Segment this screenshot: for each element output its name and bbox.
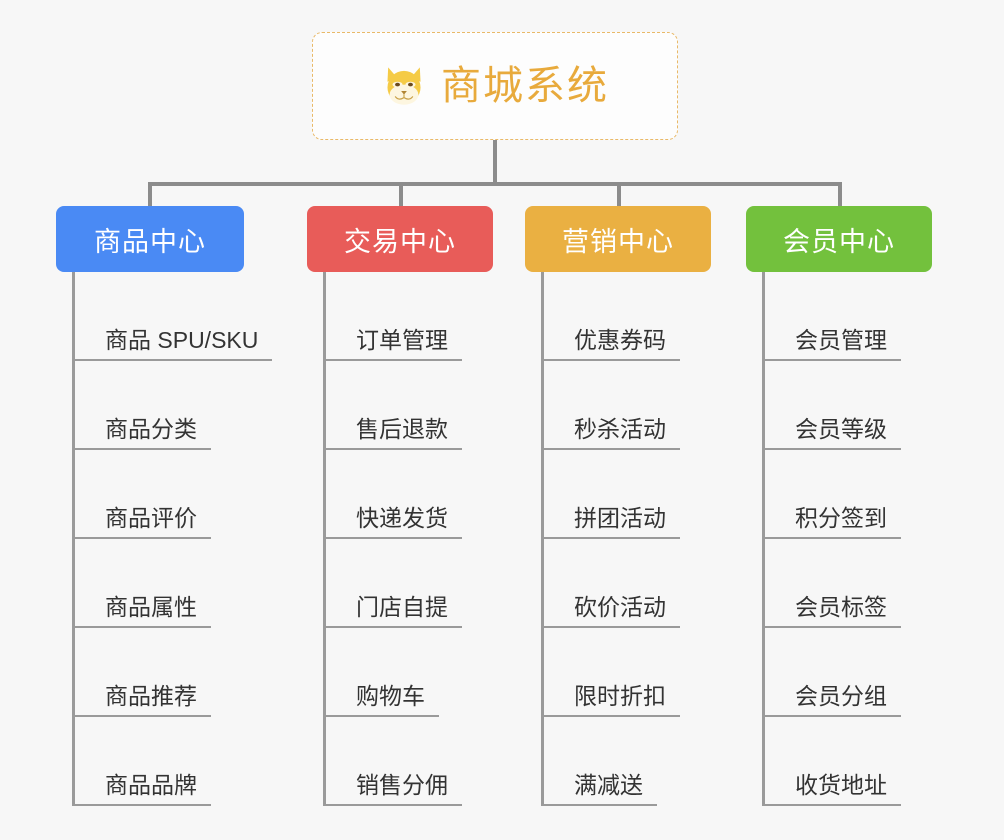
leaf-label: 商品评价 xyxy=(75,505,211,539)
leaf-item[interactable]: 商品品牌 xyxy=(75,717,272,806)
leaf-item[interactable]: 会员管理 xyxy=(765,272,901,361)
leaf-item[interactable]: 限时折扣 xyxy=(544,628,680,717)
leaf-label: 购物车 xyxy=(326,683,439,717)
leaf-label: 积分签到 xyxy=(765,505,901,539)
leaf-item[interactable]: 门店自提 xyxy=(326,539,462,628)
dog-face-icon xyxy=(381,63,427,109)
leaf-label: 秒杀活动 xyxy=(544,416,680,450)
category-label: 会员中心 xyxy=(783,226,895,257)
root-stem-connector xyxy=(493,140,497,184)
leaf-label: 售后退款 xyxy=(326,416,462,450)
leaf-label: 收货地址 xyxy=(765,772,901,806)
leaf-label: 优惠券码 xyxy=(544,327,680,361)
leaf-column-product: 商品 SPU/SKU 商品分类 商品评价 商品属性 商品推荐 商品品牌 xyxy=(72,272,273,806)
leaf-label: 会员管理 xyxy=(765,327,901,361)
leaf-label: 商品推荐 xyxy=(75,683,211,717)
leaf-item[interactable]: 拼团活动 xyxy=(544,450,680,539)
leaf-item[interactable]: 满减送 xyxy=(544,717,680,806)
leaf-item[interactable]: 会员分组 xyxy=(765,628,901,717)
leaf-label: 会员等级 xyxy=(765,416,901,450)
leaf-item[interactable]: 积分签到 xyxy=(765,450,901,539)
leaf-label: 商品分类 xyxy=(75,416,211,450)
leaf-label: 销售分佣 xyxy=(326,772,462,806)
drop-connector-2 xyxy=(399,182,403,206)
leaf-label: 商品 SPU/SKU xyxy=(75,327,273,361)
leaf-column-marketing: 优惠券码 秒杀活动 拼团活动 砍价活动 限时折扣 满减送 xyxy=(541,272,680,806)
category-label: 交易中心 xyxy=(344,226,456,257)
leaf-column-member: 会员管理 会员等级 积分签到 会员标签 会员分组 收货地址 xyxy=(762,272,901,806)
leaf-label: 门店自提 xyxy=(326,594,462,628)
leaf-item[interactable]: 购物车 xyxy=(326,628,462,717)
leaf-label: 砍价活动 xyxy=(544,594,680,628)
leaf-label: 满减送 xyxy=(544,772,657,806)
category-label: 营销中心 xyxy=(562,226,674,257)
category-header-product[interactable]: 商品中心 xyxy=(56,206,244,272)
category-header-marketing[interactable]: 营销中心 xyxy=(525,206,711,272)
leaf-label: 订单管理 xyxy=(326,327,462,361)
leaf-label: 限时折扣 xyxy=(544,683,680,717)
leaf-item[interactable]: 商品推荐 xyxy=(75,628,272,717)
leaf-label: 商品品牌 xyxy=(75,772,211,806)
drop-connector-1 xyxy=(148,182,152,206)
root-node[interactable]: 商城系统 xyxy=(312,32,678,140)
drop-connector-3 xyxy=(617,182,621,206)
category-label: 商品中心 xyxy=(94,226,206,257)
leaf-item[interactable]: 优惠券码 xyxy=(544,272,680,361)
leaf-item[interactable]: 销售分佣 xyxy=(326,717,462,806)
drop-connector-4 xyxy=(838,182,842,206)
leaf-label: 快递发货 xyxy=(326,505,462,539)
leaf-label: 会员标签 xyxy=(765,594,901,628)
leaf-item[interactable]: 商品属性 xyxy=(75,539,272,628)
leaf-column-trade: 订单管理 售后退款 快递发货 门店自提 购物车 销售分佣 xyxy=(323,272,462,806)
leaf-item[interactable]: 收货地址 xyxy=(765,717,901,806)
leaf-item[interactable]: 商品分类 xyxy=(75,361,272,450)
leaf-item[interactable]: 秒杀活动 xyxy=(544,361,680,450)
category-header-member[interactable]: 会员中心 xyxy=(746,206,932,272)
leaf-item[interactable]: 订单管理 xyxy=(326,272,462,361)
bus-bar-connector xyxy=(148,182,842,186)
leaf-label: 拼团活动 xyxy=(544,505,680,539)
leaf-label: 会员分组 xyxy=(765,683,901,717)
leaf-item[interactable]: 商品评价 xyxy=(75,450,272,539)
leaf-item[interactable]: 快递发货 xyxy=(326,450,462,539)
leaf-item[interactable]: 会员等级 xyxy=(765,361,901,450)
leaf-label: 商品属性 xyxy=(75,594,211,628)
root-title: 商城系统 xyxy=(441,64,609,108)
leaf-item[interactable]: 砍价活动 xyxy=(544,539,680,628)
leaf-item[interactable]: 会员标签 xyxy=(765,539,901,628)
leaf-item[interactable]: 售后退款 xyxy=(326,361,462,450)
category-header-trade[interactable]: 交易中心 xyxy=(307,206,493,272)
leaf-item[interactable]: 商品 SPU/SKU xyxy=(75,272,273,361)
